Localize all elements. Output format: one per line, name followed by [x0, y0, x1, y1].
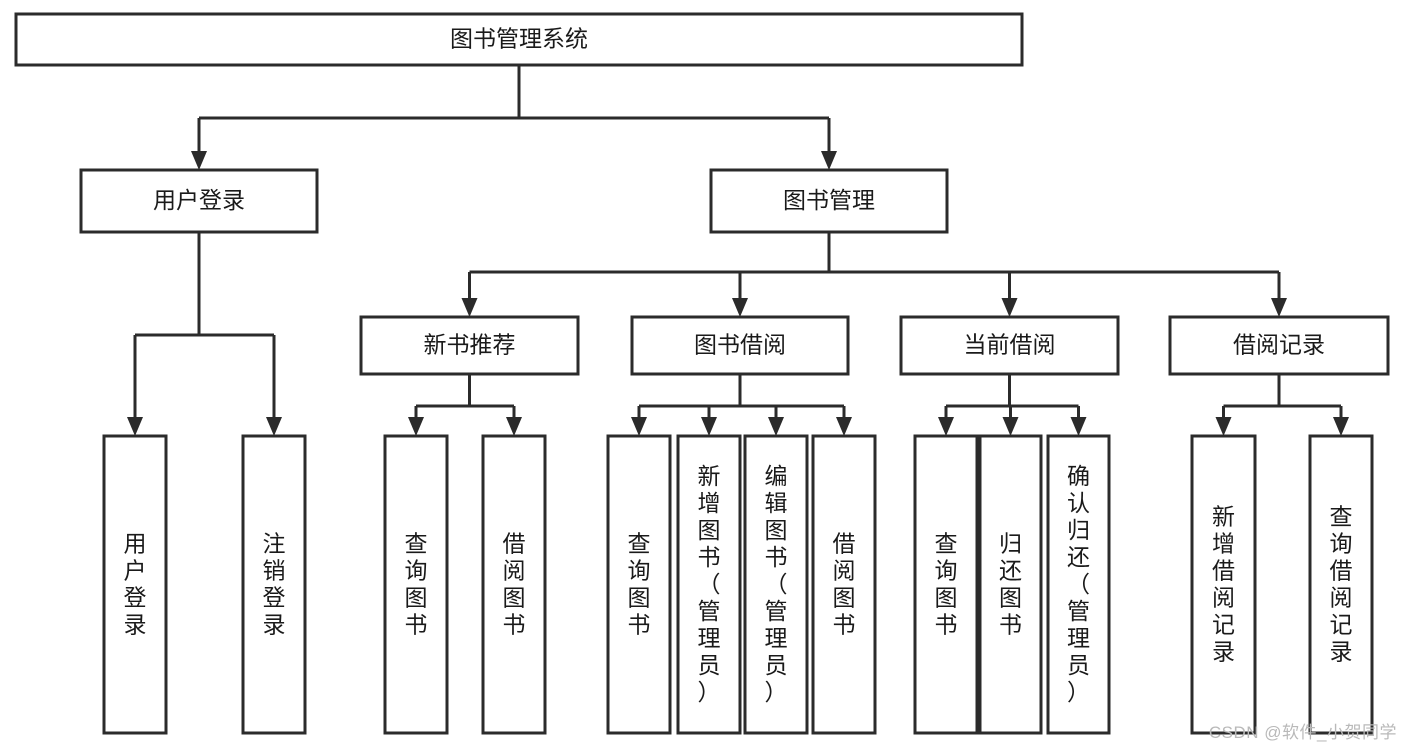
edges-layer — [127, 65, 1349, 436]
arrow-head-icon — [127, 417, 143, 436]
arrow-head-icon — [768, 417, 784, 436]
arrow-head-icon — [408, 417, 424, 436]
node-label-leaf-add-borrow-record: 新增借阅记录 — [1212, 504, 1235, 665]
node-label-leaf-borrow-book-rec: 借阅图书 — [503, 531, 526, 638]
node-leaf-add-borrow-record[interactable]: 新增借阅记录 — [1190, 434, 1257, 735]
node-box-leaf-query-book-borrow — [606, 434, 672, 735]
node-book-manage[interactable]: 图书管理 — [709, 168, 949, 234]
watermark-text: CSDN @软件_小贺同学 — [1208, 723, 1397, 742]
node-box-leaf-user-login — [102, 434, 168, 735]
node-label-root: 图书管理系统 — [450, 26, 588, 52]
edge-group-borrow-record — [1215, 374, 1349, 436]
arrow-head-icon — [732, 298, 748, 317]
arrow-head-icon — [631, 417, 647, 436]
node-label-leaf-borrow-book: 借阅图书 — [833, 531, 856, 638]
node-user-login[interactable]: 用户登录 — [79, 168, 319, 234]
node-box-leaf-borrow-book-rec — [481, 434, 547, 735]
node-label-new-book-recommend: 新书推荐 — [424, 332, 516, 358]
node-label-leaf-add-book-admin: 新增图书（管理员） — [698, 463, 721, 705]
node-borrow-record[interactable]: 借阅记录 — [1168, 315, 1390, 376]
node-label-leaf-user-logout: 注销登录 — [263, 531, 286, 638]
node-leaf-return-book[interactable]: 归还图书 — [978, 434, 1043, 735]
node-leaf-query-borrow-record[interactable]: 查询借阅记录 — [1308, 434, 1374, 735]
node-box-leaf-query-book-cur — [913, 434, 979, 735]
node-box-book-borrow — [630, 315, 850, 376]
edge-group-current-borrow — [938, 374, 1087, 436]
edge-group-book-manage — [461, 232, 1287, 317]
arrow-head-icon — [1070, 417, 1087, 436]
node-leaf-edit-book-admin[interactable]: 编辑图书（管理员） — [743, 434, 809, 735]
node-root[interactable]: 图书管理系统 — [14, 12, 1024, 67]
nodes-layer: 图书管理系统用户登录图书管理新书推荐图书借阅当前借阅借阅记录用户登录注销登录查询… — [14, 12, 1390, 735]
arrow-head-icon — [1215, 417, 1232, 436]
edge-group-book-borrow — [631, 374, 852, 436]
node-box-leaf-add-borrow-record — [1190, 434, 1257, 735]
node-leaf-query-book-rec[interactable]: 查询图书 — [383, 434, 449, 735]
node-box-leaf-edit-book-admin — [743, 434, 809, 735]
node-label-user-login: 用户登录 — [153, 187, 245, 213]
arrow-head-icon — [1001, 298, 1018, 317]
node-box-leaf-add-book-admin — [676, 434, 742, 735]
node-leaf-query-book-borrow[interactable]: 查询图书 — [606, 434, 672, 735]
node-box-current-borrow — [899, 315, 1120, 376]
arrow-head-icon — [1333, 417, 1349, 436]
node-leaf-borrow-book-rec[interactable]: 借阅图书 — [481, 434, 547, 735]
edge-group-new-book-recommend — [408, 374, 522, 436]
node-label-current-borrow: 当前借阅 — [964, 332, 1056, 358]
node-box-leaf-user-logout — [241, 434, 307, 735]
node-new-book-recommend[interactable]: 新书推荐 — [359, 315, 580, 376]
node-label-leaf-return-book: 归还图书 — [999, 531, 1022, 638]
node-box-leaf-confirm-return-admin — [1046, 434, 1111, 735]
node-leaf-user-login[interactable]: 用户登录 — [102, 434, 168, 735]
node-leaf-borrow-book[interactable]: 借阅图书 — [811, 434, 877, 735]
node-box-leaf-query-borrow-record — [1308, 434, 1374, 735]
node-leaf-query-book-cur[interactable]: 查询图书 — [913, 434, 979, 735]
arrow-head-icon — [506, 417, 522, 436]
arrow-head-icon — [1002, 417, 1019, 436]
arrow-head-icon — [266, 417, 282, 436]
node-box-borrow-record — [1168, 315, 1390, 376]
node-box-leaf-return-book — [978, 434, 1043, 735]
node-box-user-login — [79, 168, 319, 234]
arrow-head-icon — [701, 417, 717, 436]
node-current-borrow[interactable]: 当前借阅 — [899, 315, 1120, 376]
node-label-leaf-query-book-cur: 查询图书 — [935, 531, 958, 638]
arrow-head-icon — [938, 417, 954, 436]
node-label-book-borrow: 图书借阅 — [694, 332, 786, 358]
node-label-leaf-user-login: 用户登录 — [124, 531, 147, 638]
node-leaf-add-book-admin[interactable]: 新增图书（管理员） — [676, 434, 742, 735]
node-box-leaf-query-book-rec — [383, 434, 449, 735]
arrow-head-icon — [836, 417, 852, 436]
node-label-book-manage: 图书管理 — [783, 187, 875, 213]
node-box-book-manage — [709, 168, 949, 234]
node-leaf-user-logout[interactable]: 注销登录 — [241, 434, 307, 735]
node-label-borrow-record: 借阅记录 — [1233, 332, 1325, 358]
node-box-leaf-borrow-book — [811, 434, 877, 735]
node-leaf-confirm-return-admin[interactable]: 确认归还（管理员） — [1046, 434, 1111, 735]
node-book-borrow[interactable]: 图书借阅 — [630, 315, 850, 376]
arrow-head-icon — [191, 151, 207, 170]
node-label-leaf-query-book-borrow: 查询图书 — [628, 531, 651, 638]
arrow-head-icon — [461, 298, 478, 317]
edge-group-user-login — [127, 232, 282, 436]
node-label-leaf-query-borrow-record: 查询借阅记录 — [1330, 504, 1353, 665]
arrow-head-icon — [821, 151, 837, 170]
node-label-leaf-confirm-return-admin: 确认归还（管理员） — [1067, 463, 1090, 705]
node-label-leaf-edit-book-admin: 编辑图书（管理员） — [765, 463, 788, 705]
node-box-new-book-recommend — [359, 315, 580, 376]
node-label-leaf-query-book-rec: 查询图书 — [405, 531, 428, 638]
arrow-head-icon — [1271, 298, 1287, 317]
node-box-root — [14, 12, 1024, 67]
edge-group-root — [191, 65, 837, 170]
